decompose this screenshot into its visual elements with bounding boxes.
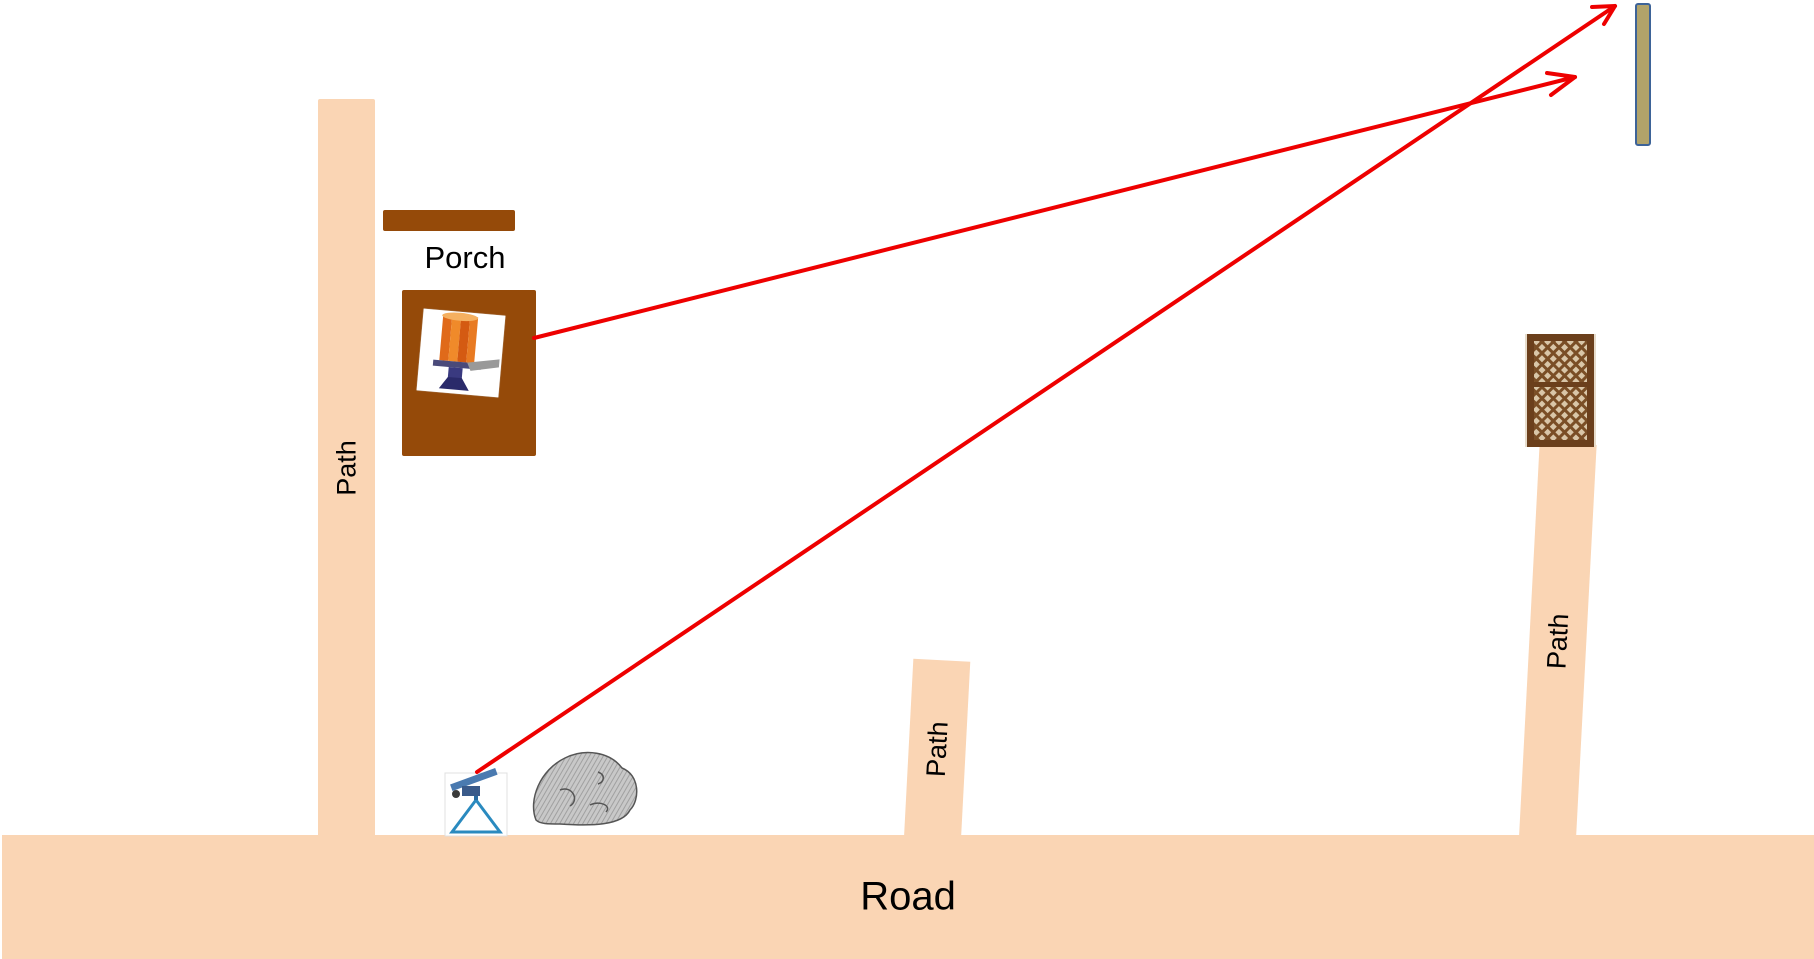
lattice-shed-icon [1525,334,1596,447]
target-board-icon [1635,3,1651,146]
porch-rail [383,210,515,231]
trap-thrower-stand-icon [444,768,508,837]
arrow-porch-to-target [532,75,1577,340]
path-left: Path [318,99,375,837]
road: Road [2,835,1814,959]
rock-icon [532,751,638,826]
throw-arrows [475,4,1617,774]
porch [402,290,536,456]
clay-target-thrower-icon [416,308,506,398]
road-label: Road [860,874,956,919]
arrow-stand-to-target [475,4,1617,774]
arrow-stand-to-target-head [1590,4,1617,26]
porch-label: Porch [424,240,506,275]
arrow-porch-to-target-head [1545,71,1577,97]
